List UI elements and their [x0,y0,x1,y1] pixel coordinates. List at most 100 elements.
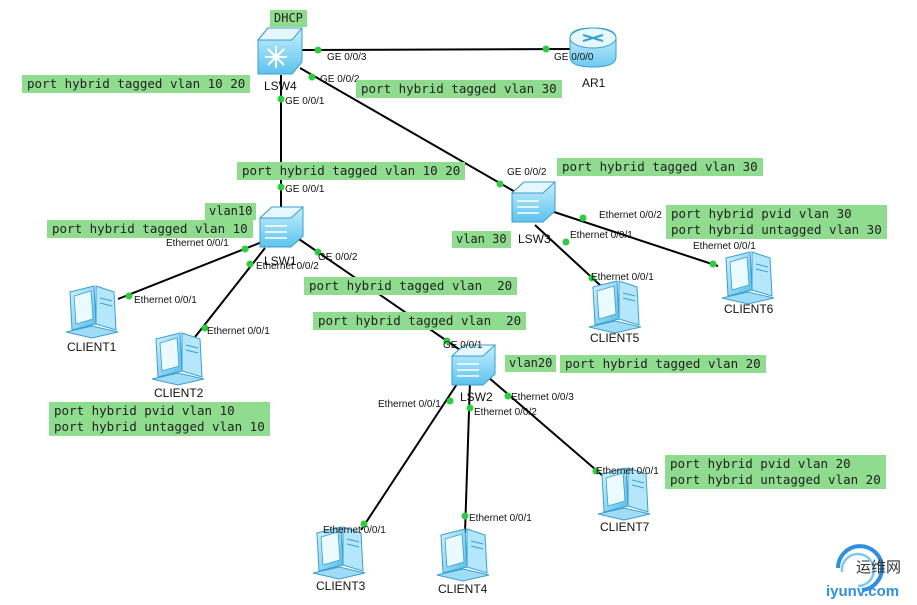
logo-swoosh-icon [836,544,884,592]
port-dot [579,214,587,222]
lsw4-label: LSW4 [264,79,297,93]
pc-icon [597,467,651,521]
note-lsw2-ge001: port hybrid tagged vlan 20 [313,312,527,330]
watermark-url: iyunv.com [826,583,899,600]
link-lsw2-client3 [360,380,460,531]
link-lsw1-client2 [194,247,266,338]
ar1-label: AR1 [582,76,606,90]
pc-icon [151,332,205,386]
port-label: GE 0/0/1 [443,340,483,351]
port-dot [360,520,368,528]
note-line: port hybrid pvid vlan 20 [670,456,851,471]
switch-icon-top [258,206,305,219]
port-dot [308,73,316,81]
note-vlan20-clients: port hybrid pvid vlan 20 port hybrid unt… [665,455,886,489]
port-dot [504,392,512,400]
port-dot [496,180,504,188]
port-dot [466,404,474,412]
port-label: GE 0/0/2 [507,167,547,178]
dhcp-tag: DHCP [270,10,307,27]
switch-icon-top [256,27,304,41]
client6-device[interactable]: CLIENT6 [721,251,775,316]
client4-device[interactable]: CLIENT4 [436,528,490,596]
note-lsw1-ge002: port hybrid tagged vlan 20 [304,277,518,295]
switch-arrows-icon [265,46,287,68]
client3-device[interactable]: CLIENT3 [312,526,366,593]
link-lsw4-lsw3 [299,67,518,194]
port-label: Ethernet 0/0/1 [166,238,229,249]
port-label: Ethernet 0/0/1 [134,295,197,306]
port-dot [241,245,249,253]
port-label: Ethernet 0/0/2 [256,261,319,272]
note-lsw3-uplink: port hybrid tagged vlan 30 [557,158,763,176]
lsw4-device[interactable]: LSW4 [256,27,304,93]
port-label: Ethernet 0/0/1 [591,272,654,283]
port-dot [588,274,596,282]
port-label: GE 0/0/0 [554,52,594,63]
port-dots [125,45,717,528]
client6-label: CLIENT6 [724,302,774,316]
port-label: GE 0/0/1 [285,184,325,195]
vlan20-tag: vlan20 [505,355,557,372]
lsw1-label: LSW1 [264,254,297,268]
lsw2-device[interactable]: LSW2 [450,344,497,404]
note-lsw1-uplink: port hybrid tagged vlan 10 20 [237,162,466,180]
switch-icon-top [510,181,557,194]
port-label: Ethernet 0/0/1 [378,399,441,410]
pc-icon [65,285,119,339]
link-lsw1-client1 [117,241,263,300]
port-dot [277,95,285,103]
port-dot [125,292,133,300]
port-label: Ethernet 0/0/1 [323,525,386,536]
switch-arrows-icon [517,200,539,214]
note-line: port hybrid untagged vlan 30 [671,222,882,237]
note-line: port hybrid untagged vlan 20 [670,472,881,487]
port-label: Ethernet 0/0/1 [693,241,756,252]
link-lsw3-client6 [547,209,719,267]
port-label: Ethernet 0/0/2 [599,210,662,221]
client7-label: CLIENT7 [600,520,650,534]
pc-icon [436,528,490,582]
port-label: Ethernet 0/0/1 [207,326,270,337]
note-lsw3-access: port hybrid pvid vlan 30 port hybrid unt… [666,205,887,239]
note-lsw4-ge002: port hybrid tagged vlan 30 [356,80,562,98]
port-label: GE 0/0/1 [285,96,325,107]
pc-icon [312,526,366,580]
client7-device[interactable]: CLIENT7 [597,467,651,534]
ar1-device[interactable]: AR1 [569,27,617,90]
switch-arrows-icon [457,363,479,377]
port-dot [446,397,454,405]
port-labels: GE 0/0/3 GE 0/0/0 GE 0/0/2 GE 0/0/1 GE 0… [134,52,756,536]
client1-label: CLIENT1 [67,340,117,354]
client3-label: CLIENT3 [316,579,366,593]
link-lsw4-ar1 [299,48,577,51]
pc-icon [721,251,775,305]
port-dot [562,238,570,246]
logo-swoosh-icon [840,552,876,588]
lsw3-label: LSW3 [518,232,551,246]
client1-device[interactable]: CLIENT1 [65,285,119,354]
port-dot [314,248,322,256]
vlan30-tag: vlan 30 [452,231,511,248]
pc-icon [588,280,642,334]
client2-device[interactable]: CLIENT2 [151,332,205,400]
note-vlan10-clients: port hybrid pvid vlan 10 port hybrid unt… [49,402,270,436]
watermark-logo: 运维网 iyunv.com [826,544,901,600]
port-label: Ethernet 0/0/1 [596,466,659,477]
lsw1-device[interactable]: LSW1 [258,206,305,268]
port-dot [443,337,451,345]
port-label: GE 0/0/2 [320,74,360,85]
port-dot [709,260,717,268]
client5-device[interactable]: CLIENT5 [588,280,642,345]
port-dot [542,45,550,53]
note-lsw1-access: port hybrid tagged vlan 10 [47,220,253,238]
port-label: GE 0/0/3 [327,52,367,63]
lsw3-device[interactable]: LSW3 [510,181,557,246]
switch-icon-top [450,344,497,357]
port-dot [246,260,254,268]
note-lsw4-left: port hybrid tagged vlan 10 20 [22,75,251,93]
port-dot [277,183,285,191]
note-line: port hybrid pvid vlan 10 [54,403,235,418]
switch-arrows-icon [265,225,287,239]
